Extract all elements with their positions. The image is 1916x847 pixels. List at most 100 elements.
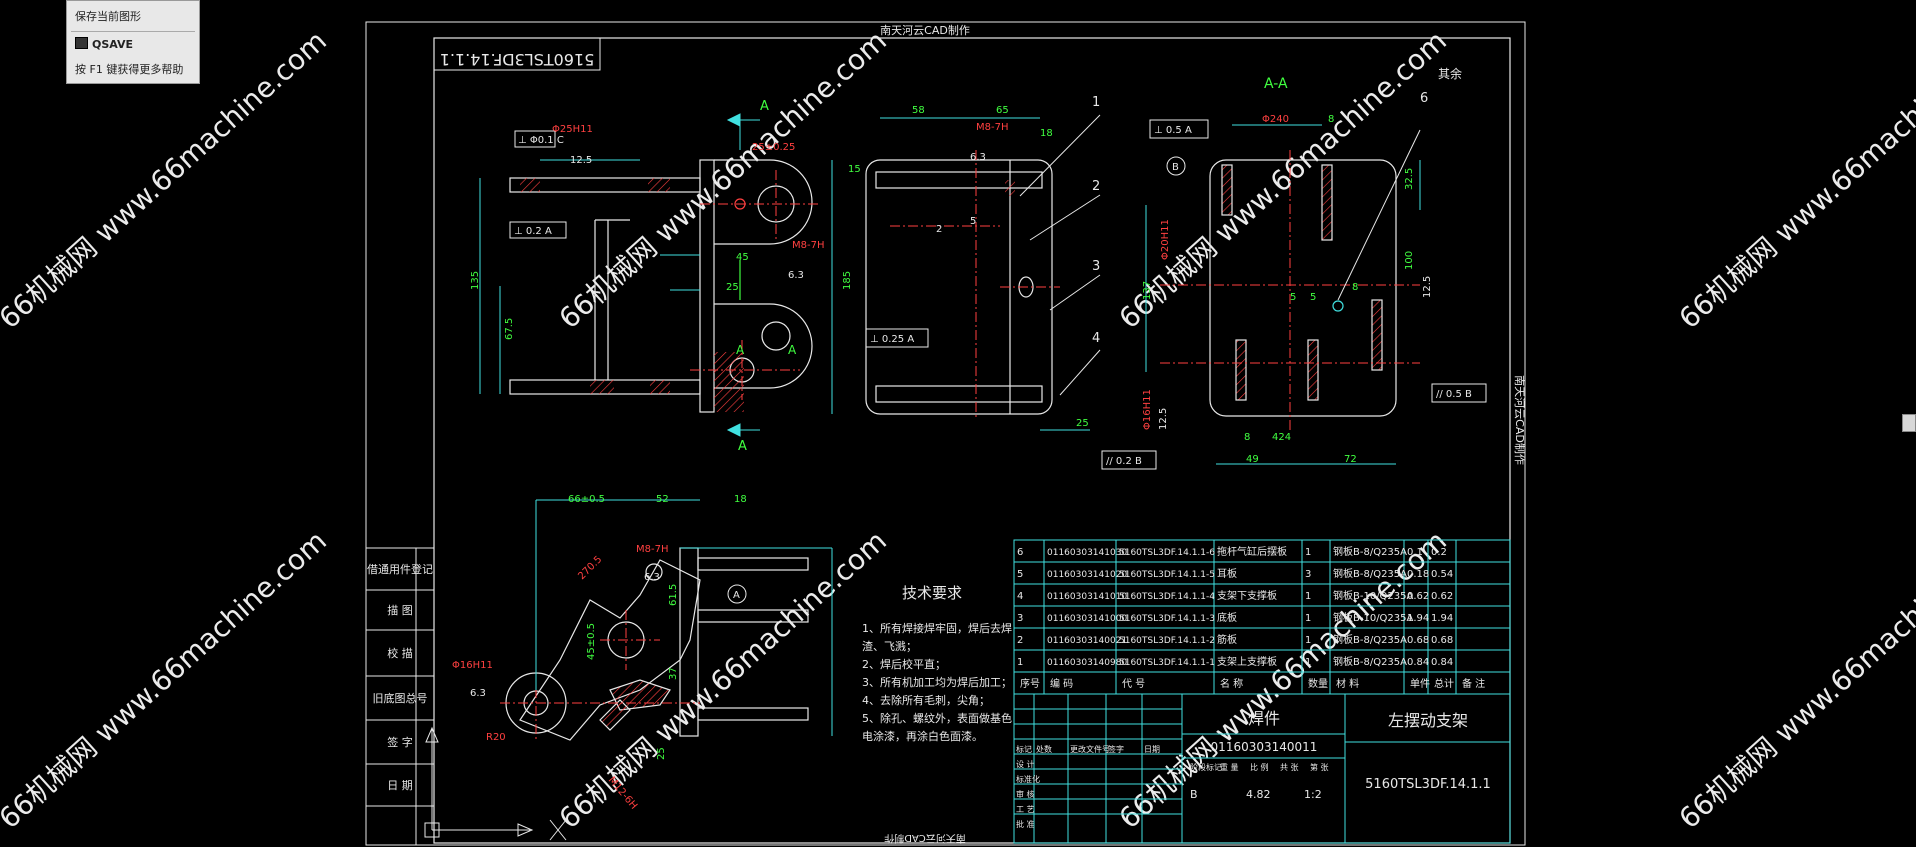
bom-cell: 0.84 (1431, 657, 1453, 668)
bom-cell: 5160TSL3DF.14.1.1-2 (1119, 636, 1215, 646)
bom-cell: 5160TSL3DF.14.1.1-4 (1119, 592, 1215, 602)
tech-req-line: 电涂漆，再涂白色面漆。 (862, 729, 983, 743)
svg-text:18: 18 (1040, 128, 1053, 139)
bom-header: 编 码 (1050, 677, 1073, 690)
bom-cell: 耳板 (1217, 567, 1237, 580)
title-mini-label: 共 张 (1280, 763, 1299, 772)
tech-requirements: 技术要求 1、所有焊接焊牢固，焊后去焊渣、飞溅；2、焊后校平直；3、所有机加工均… (862, 584, 1012, 743)
tech-req-line: 5、除孔、螺纹外，表面做基色 (862, 711, 1012, 725)
bom-cell: 01160303141000 (1047, 614, 1127, 624)
bom-header: 名 称 (1220, 677, 1243, 690)
svg-text:65: 65 (996, 105, 1009, 116)
scrollbar-thumb[interactable] (1902, 414, 1916, 432)
bom-cell: 钢板B-10/Q235A (1333, 589, 1414, 602)
bom-cell: 01160303141010 (1047, 592, 1127, 602)
side-view-dims (831, 117, 1090, 431)
svg-text:37: 37 (668, 667, 679, 680)
bottom-header: 南天河云CAD制作 (884, 832, 966, 845)
bom-cell: 5160TSL3DF.14.1.1-3 (1119, 614, 1215, 624)
callout-2: 2 (1092, 179, 1100, 194)
svg-text:6.3: 6.3 (470, 688, 486, 699)
side-view-centerlines (890, 150, 1060, 420)
bom-cell: 0.84 (1407, 657, 1429, 668)
bottom-view-centerlines (500, 610, 700, 740)
watermark-text: 66机械网 www.66machine.com (1673, 524, 1916, 835)
bom-cell: 0.2 (1431, 547, 1447, 558)
bottom-view (505, 547, 809, 741)
title-block: 标记处数更改文件号签字日期设 计标准化审 核工 艺批 准焊件0116030314… (1013, 693, 1511, 844)
svg-text:137: 137 (1142, 281, 1153, 300)
left-strip-label: 描 图 (387, 603, 413, 617)
bom-cell: 4 (1017, 591, 1023, 602)
svg-text:185: 185 (842, 271, 853, 290)
bom-cell: 0.68 (1431, 635, 1453, 646)
svg-text:100: 100 (1404, 251, 1415, 270)
svg-text:52: 52 (656, 494, 669, 505)
section-dims (1145, 124, 1421, 465)
title-block-label: 标准化 (1016, 774, 1040, 784)
svg-text:A: A (733, 590, 740, 601)
bom-cell: 0.68 (1407, 635, 1429, 646)
bom-cell: 钢板B-10/Q235A (1333, 611, 1414, 624)
left-strip-label: 签 字 (387, 735, 413, 749)
svg-text:25: 25 (656, 747, 667, 760)
sheet-frame (365, 21, 1526, 846)
side-view-texts: 58 65 M8-7H 18 185 25 15 6.3 ⊥ 0.25 A 1 … (842, 95, 1100, 429)
svg-text:12.5: 12.5 (1158, 408, 1169, 430)
section-label: A-A (1264, 76, 1288, 92)
left-strip-label: 校 描 (387, 646, 413, 660)
svg-text:8: 8 (1328, 114, 1334, 125)
svg-text:⊥ 0.25 A: ⊥ 0.25 A (870, 334, 914, 345)
svg-text:8: 8 (1352, 282, 1358, 293)
svg-text:6.3: 6.3 (644, 572, 660, 583)
svg-text:⊥ 0.2 A: ⊥ 0.2 A (514, 226, 552, 237)
front-view (509, 159, 813, 413)
tooltip-divider (71, 31, 195, 32)
bom-cell: 1 (1305, 613, 1311, 624)
command-tooltip: 保存当前图形 QSAVE 按 F1 键获得更多帮助 (66, 0, 200, 84)
svg-text:25±0.25: 25±0.25 (752, 142, 795, 153)
svg-text:5: 5 (1310, 292, 1316, 303)
title-block-label: 处数 (1036, 744, 1052, 754)
section-view (1209, 159, 1397, 417)
svg-text:58: 58 (912, 105, 925, 116)
svg-text:61.5: 61.5 (668, 584, 679, 606)
tech-req-line: 渣、飞溅； (862, 639, 917, 653)
svg-text:R20: R20 (486, 732, 506, 743)
svg-text:⊥ Φ0.1 C: ⊥ Φ0.1 C (518, 135, 564, 146)
bom-header: 数量 (1308, 677, 1328, 690)
svg-text:A: A (738, 439, 747, 454)
scale-value: 1:2 (1304, 788, 1322, 801)
tech-req-line: 3、所有机加工均为焊后加工； (862, 675, 1012, 689)
callout-3: 3 (1092, 259, 1100, 274)
watermark-text: 66机械网 www.66machine.com (1673, 24, 1916, 335)
svg-text:270.5: 270.5 (576, 554, 604, 582)
svg-text:45±0.5: 45±0.5 (586, 623, 597, 660)
svg-text:45: 45 (736, 252, 749, 263)
svg-text:12.5: 12.5 (570, 155, 592, 166)
front-view-dims (479, 113, 760, 437)
svg-text:18: 18 (734, 494, 747, 505)
title-mini-label: 比 例 (1250, 762, 1269, 772)
title-block-label: 审 核 (1016, 789, 1035, 799)
section-texts: ⊥ 0.5 A B Φ240 8 6 8 5 5 137 Φ20H11 32.5… (1101, 91, 1487, 470)
svg-text:424: 424 (1272, 432, 1291, 443)
title-block-label: 更改文件号 (1070, 744, 1110, 754)
svg-text:M8-7H: M8-7H (792, 240, 824, 251)
tooltip-command: QSAVE (92, 38, 134, 51)
callout-6: 6 (1420, 91, 1428, 106)
stage-value: B (1190, 788, 1198, 801)
left-strip-label: 旧底图总号 (373, 691, 428, 705)
svg-text:Φ16H11: Φ16H11 (452, 660, 493, 671)
tech-req-line: 4、去除所有毛刺，尖角； (862, 693, 990, 707)
callout-4: 4 (1092, 331, 1100, 346)
section-leaders (1337, 129, 1421, 301)
bom-cell: 0.62 (1407, 591, 1429, 602)
bom-cell: 钢板B-8/Q235A (1333, 655, 1407, 668)
section-centerlines (1160, 150, 1420, 430)
title-mini-label: 阶段标记 (1190, 762, 1222, 772)
title-block-label: 设 计 (1016, 759, 1035, 769)
